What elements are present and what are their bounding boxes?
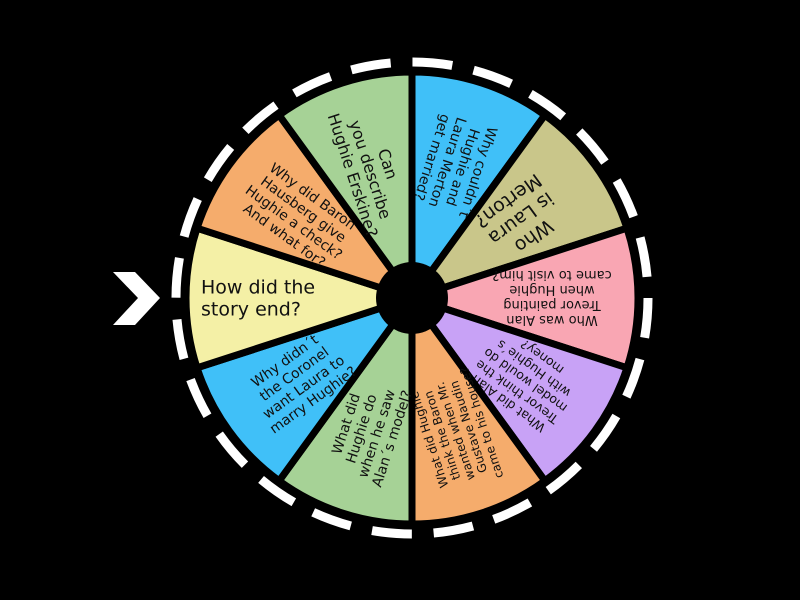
wheel-segment[interactable] xyxy=(408,294,549,528)
wheel-segment[interactable] xyxy=(408,224,642,372)
wheel-hub[interactable] xyxy=(376,262,448,334)
wheel-segment[interactable] xyxy=(182,224,416,372)
chevron-right-icon xyxy=(113,272,160,325)
segment-label-line: when Hughie xyxy=(509,282,594,297)
segment-label-line: How did the xyxy=(201,277,315,299)
segment-label-line: Trevor painting xyxy=(503,297,601,312)
wheel-segment[interactable] xyxy=(275,68,416,302)
wheel-segment[interactable] xyxy=(193,294,416,485)
segment-label-line: story end? xyxy=(201,299,301,321)
wheel-segment[interactable] xyxy=(275,294,416,528)
wheel-segment[interactable] xyxy=(408,68,549,302)
wheel-segment[interactable] xyxy=(408,111,631,302)
segment-label-line: came to visit him? xyxy=(492,267,611,282)
wheel-segment[interactable] xyxy=(193,111,416,302)
wheel-segment[interactable] xyxy=(408,294,631,485)
segment-label-line: Who was Alan xyxy=(506,312,597,327)
wheel-dashed-ring xyxy=(171,57,653,539)
